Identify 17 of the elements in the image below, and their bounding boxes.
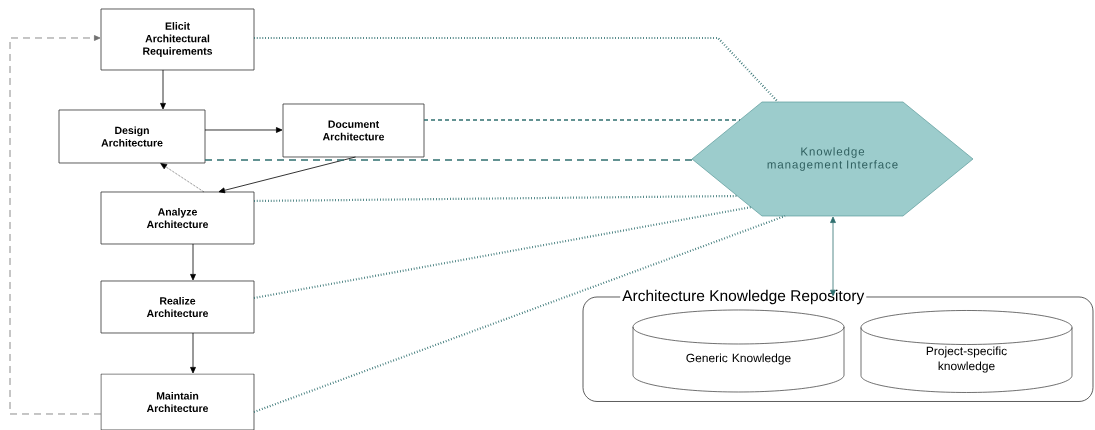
arrow (190, 332, 196, 374)
process-box: Design Architecture (58, 109, 206, 164)
arrow (218, 156, 356, 194)
arrow (160, 163, 205, 193)
arrow (830, 216, 836, 297)
process-box: Maintain Architecture (100, 373, 255, 430)
process-box: Document Architecture (282, 103, 425, 158)
process-box: Realize Architecture (100, 280, 255, 334)
database-cylinder: Project-specific knowledge (860, 310, 1073, 393)
database-cylinder: Generic Knowledge (632, 309, 845, 393)
arrow (204, 127, 283, 133)
hexagon: Knowledge management Interface (691, 101, 974, 217)
arrow (160, 69, 166, 110)
process-box: Elicit Architectural Requirements (100, 8, 255, 71)
arrow (9, 35, 102, 415)
process-box: Analyze Architecture (100, 191, 255, 245)
arrow (190, 243, 196, 281)
